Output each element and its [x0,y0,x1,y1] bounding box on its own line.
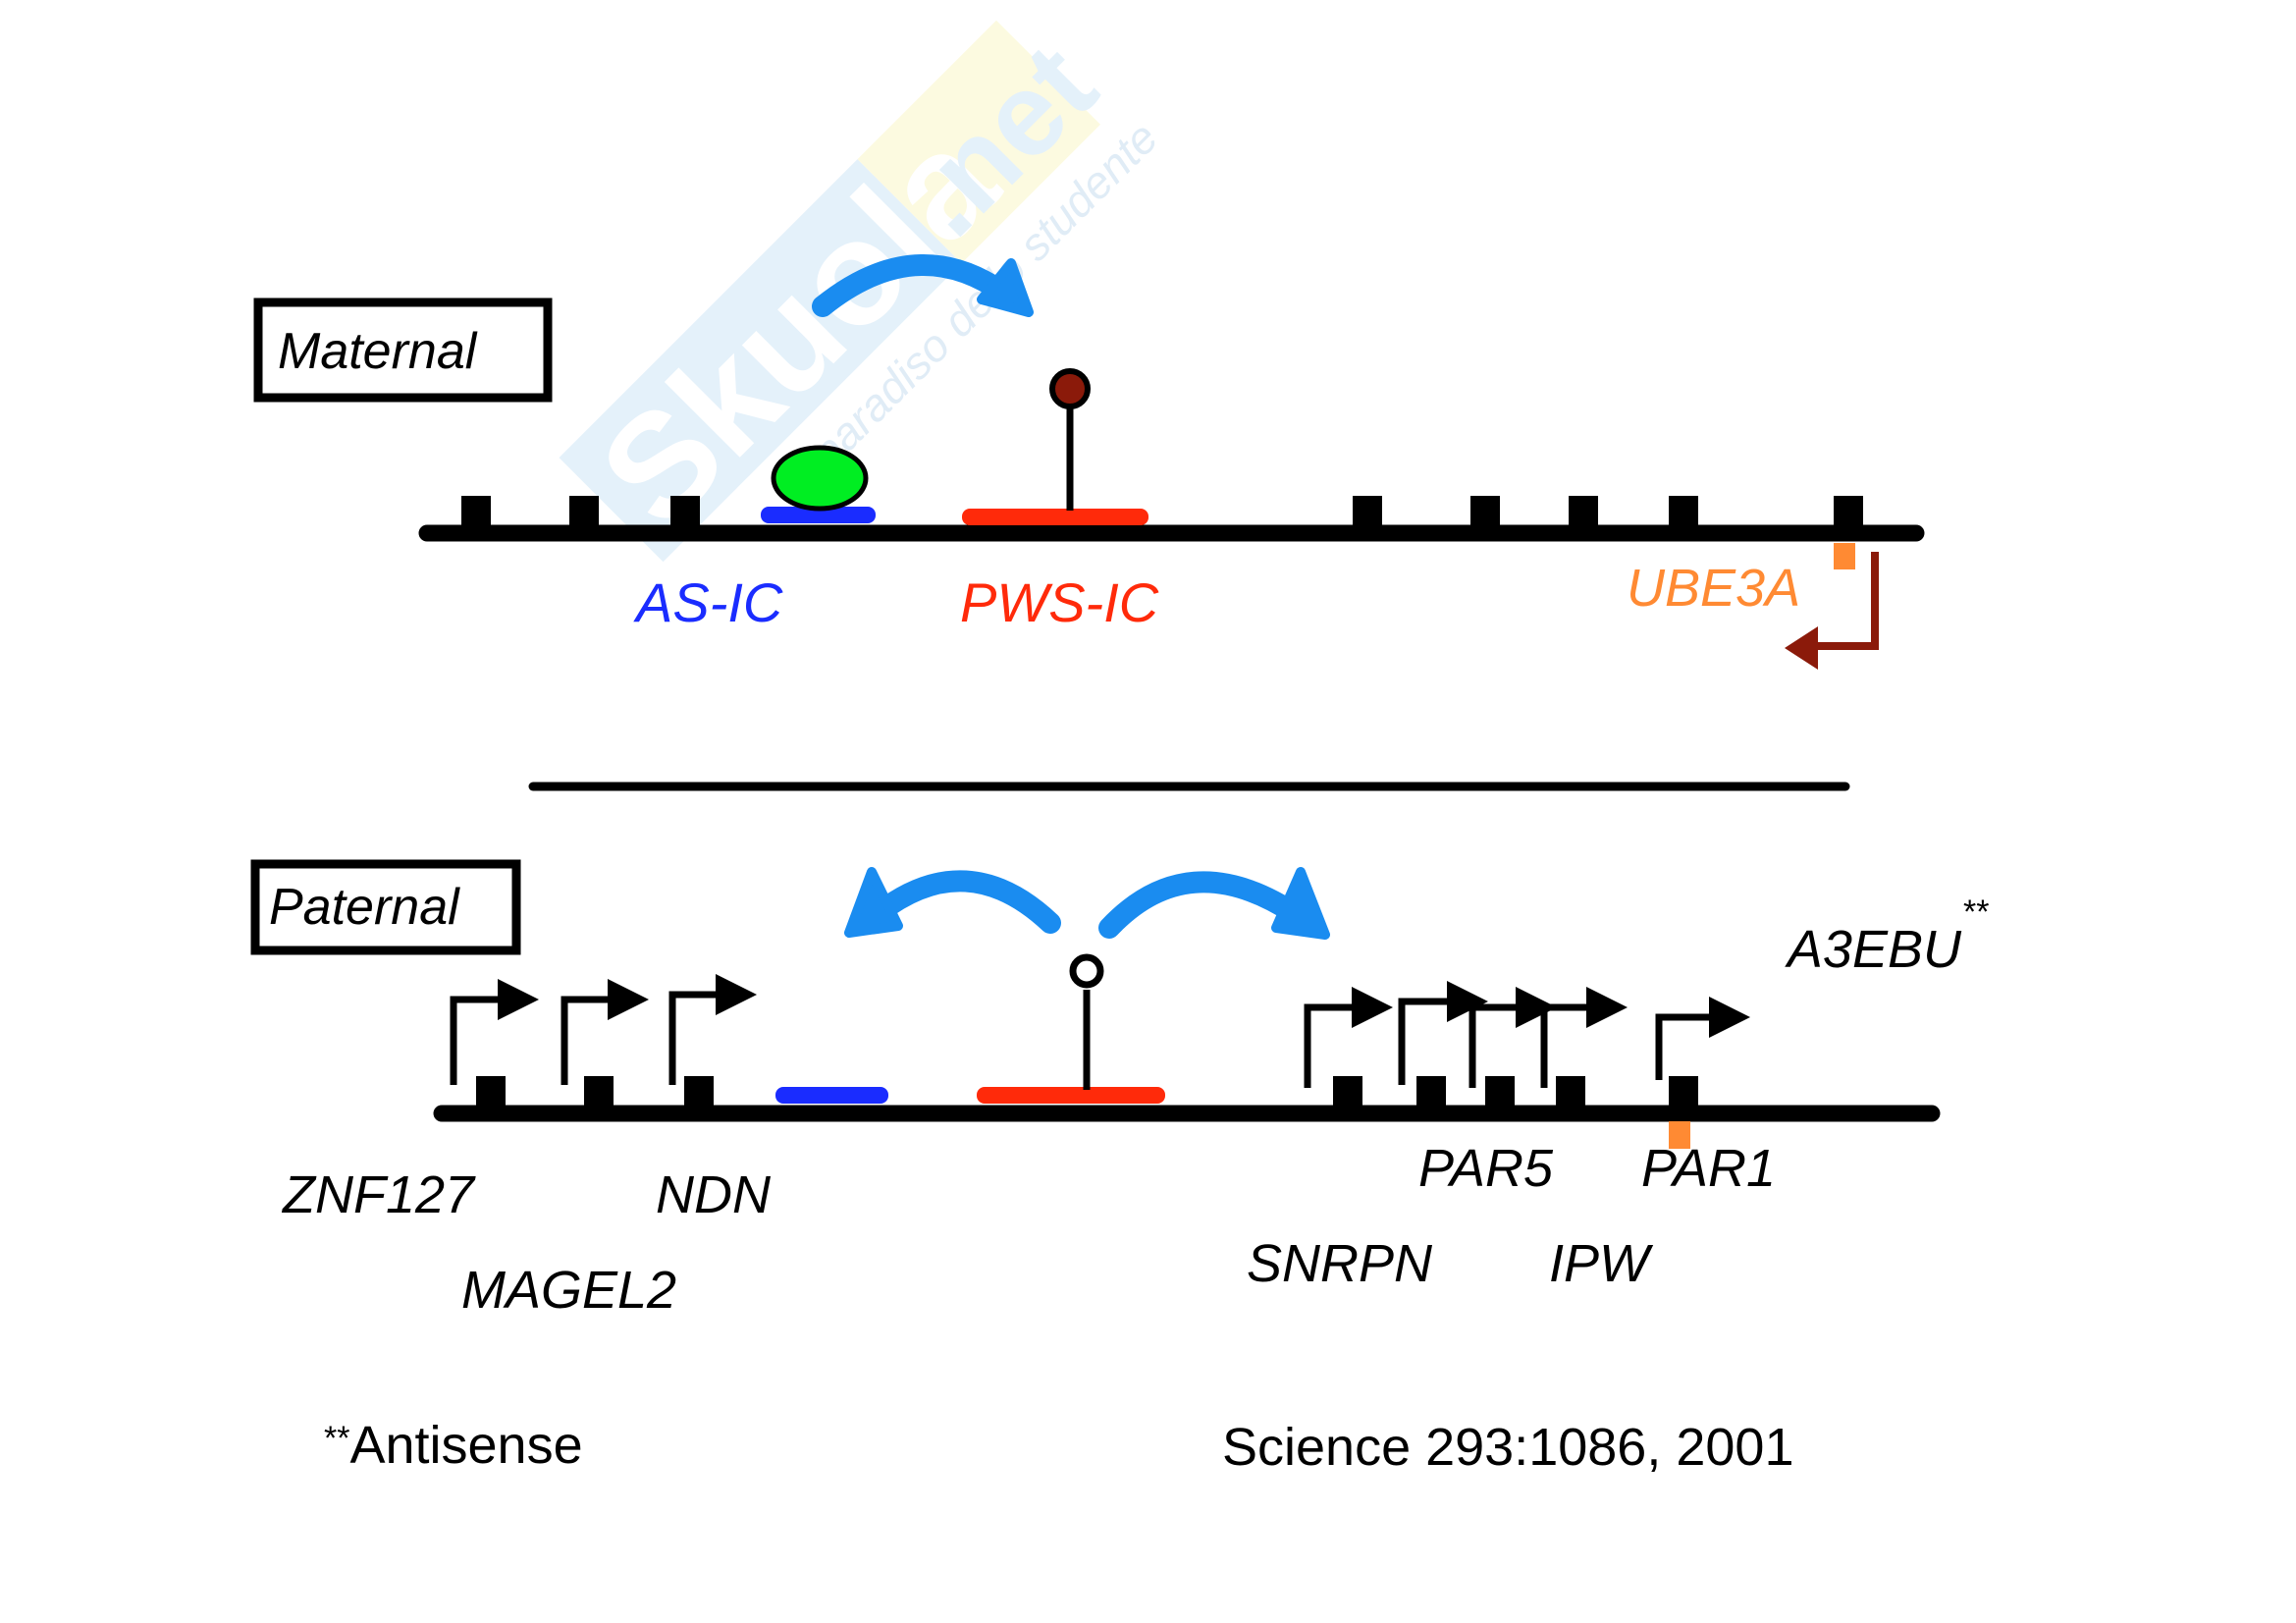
transcription-arrows [450,974,1750,1088]
bound-protein-icon [771,445,869,512]
gene-label-par1: PAR1 [1641,1139,1776,1198]
gene-tick [584,1076,614,1113]
maternal-gene-ticks [461,496,1863,533]
paternal-right-influence-arrow [1098,871,1305,939]
gene-tick [1669,1076,1698,1113]
transcription-arrow-icon [1655,997,1750,1080]
ube3a-label: UBE3A [1627,559,1800,618]
gene-tick [569,496,599,533]
paternal-left-arrowhead-icon [844,867,903,938]
paternal-right-arrowhead-icon [1271,867,1330,940]
gene-label-ndn: NDN [656,1165,772,1224]
citation: Science 293:1086, 2001 [1222,1418,1793,1477]
footnote-mark: ** [324,1420,349,1457]
maternal-as-ic-bar [761,507,876,523]
paternal-left-influence-arrow [868,870,1061,934]
gene-tick [1834,496,1863,533]
ube3a-marker [1834,543,1855,569]
footnote-text: Antisense [349,1416,582,1475]
maternal-label-box [253,298,553,403]
transcription-arrow-icon [1304,987,1393,1088]
maternal-arrowhead-icon [977,258,1034,317]
maternal-pws-ic-bar [962,509,1148,525]
gene-tick [684,1076,714,1113]
gene-tick [1416,1076,1446,1113]
gene-tick [1333,1076,1362,1113]
gene-tick [1669,496,1698,533]
gene-label-znf127: ZNF127 [281,1165,476,1224]
gene-tick [1485,1076,1515,1113]
gene-label-par5: PAR5 [1418,1139,1554,1198]
transcription-arrow-icon [1398,981,1488,1085]
gene-label-a3ebu: A3EBU [1785,920,1962,979]
gene-tick [461,496,491,533]
gene-tick [476,1076,506,1113]
maternal-label: Maternal [278,323,478,380]
paternal-section: Paternal [250,859,1989,1320]
ube3a-transcription-arrow [1806,552,1879,650]
gene-label-magel2: MAGEL2 [461,1261,676,1320]
unmethylated-lollipop-icon [1069,953,1104,989]
transcription-arrow-icon [450,979,539,1085]
ube3a-arrowhead-icon [1785,626,1818,670]
gene-tick [1470,496,1500,533]
transcription-arrow-icon [1540,987,1628,1088]
paternal-as-ic-bar [775,1087,888,1104]
pws-ic-label: PWS-IC [960,571,1159,633]
methylated-lollipop-icon [1049,368,1091,409]
paternal-label-box [250,859,521,955]
gene-tick [1353,496,1382,533]
paternal-ube3a-marker [1669,1121,1690,1149]
as-ic-label: AS-IC [633,571,783,633]
paternal-gene-ticks [476,1076,1698,1113]
gene-label-ipw: IPW [1549,1234,1654,1293]
maternal-section: Maternal AS-IC PWS-IC UBE3A [253,254,1925,670]
transcription-arrow-icon [1468,987,1557,1088]
antisense-footnote: **Antisense [324,1416,583,1475]
gene-tick [1556,1076,1585,1113]
transcription-arrow-icon [668,974,757,1085]
paternal-pws-ic-bar [977,1087,1165,1104]
paternal-label: Paternal [269,879,460,936]
gene-tick [670,496,700,533]
gene-tick [1569,496,1598,533]
antisense-mark: ** [1963,893,1989,931]
transcription-arrow-icon [561,979,649,1085]
gene-label-snrpn: SNRPN [1247,1234,1433,1293]
